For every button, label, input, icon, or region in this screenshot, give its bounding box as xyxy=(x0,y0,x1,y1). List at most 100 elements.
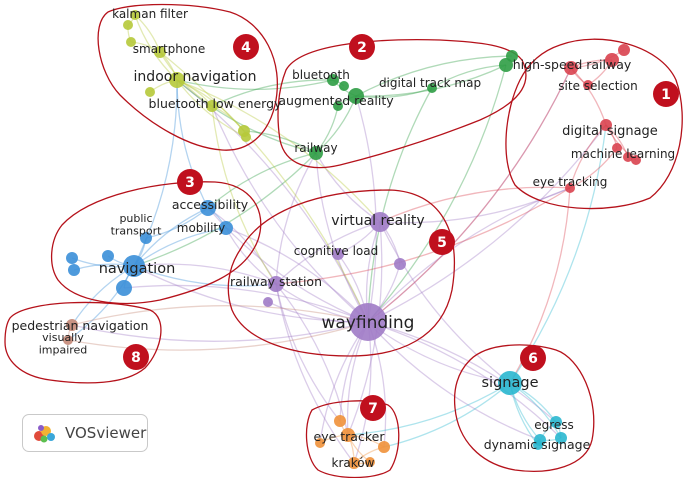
vosviewer-logo: VOSviewer xyxy=(22,414,148,452)
node-u-red-3[interactable] xyxy=(612,143,622,153)
edge-visually-impaired-wayfinding xyxy=(67,321,369,351)
node-eye-tracker[interactable] xyxy=(341,428,355,442)
node-public-transport[interactable] xyxy=(140,232,152,244)
node-railway-station[interactable] xyxy=(268,276,284,292)
node-eye-tracking[interactable] xyxy=(565,183,575,193)
node-railway[interactable] xyxy=(309,146,323,160)
cluster-badge-circle-1 xyxy=(653,81,679,107)
node-augmented-reality[interactable] xyxy=(348,88,364,104)
node-high-speed-railway[interactable] xyxy=(564,61,578,75)
node-u-red-1[interactable] xyxy=(605,53,619,67)
node-u-red-2[interactable] xyxy=(618,44,630,56)
node-dynamic-signage[interactable] xyxy=(534,434,546,446)
node-u-yel-5[interactable] xyxy=(241,132,251,142)
node-navigation[interactable] xyxy=(123,255,145,277)
node-digital-track-map[interactable] xyxy=(427,83,437,93)
node-u-or-4[interactable] xyxy=(334,415,346,427)
node-bluetooth[interactable] xyxy=(327,74,339,86)
edge-signage-u-or-2 xyxy=(383,382,511,448)
edge-digital-track-map-wayfinding xyxy=(367,87,433,323)
cluster-ring-1 xyxy=(505,38,683,210)
node-krakow[interactable] xyxy=(348,457,360,469)
node-indoor-navigation[interactable] xyxy=(169,72,185,88)
edge-digital-signage-eye-tracking xyxy=(569,124,607,189)
node-u-green-2[interactable] xyxy=(506,50,518,62)
node-u-blue-1[interactable] xyxy=(66,252,78,264)
label-navigation: navigation xyxy=(99,261,176,277)
label-augmented-reality: augmented reality xyxy=(278,93,394,108)
cluster-badge-6: 6 xyxy=(520,345,546,371)
node-u-pur-2[interactable] xyxy=(263,297,273,307)
node-accessibility[interactable] xyxy=(200,200,216,216)
cluster-badge-5: 5 xyxy=(429,229,455,255)
node-u-green-1[interactable] xyxy=(499,58,513,72)
edge-railway-u-yel-4 xyxy=(243,130,317,154)
node-pedestrian-navigation[interactable] xyxy=(66,319,78,331)
edge-virtual-reality-eye-tracking xyxy=(379,187,571,224)
node-u-yel-3[interactable] xyxy=(145,87,155,97)
label-kalman-filter: kalman filter xyxy=(112,7,188,21)
node-u-green-4[interactable] xyxy=(333,101,343,111)
cluster-ring-4 xyxy=(97,3,279,151)
edge-wayfinding-mobility xyxy=(225,227,369,323)
edge-wayfinding-high-speed-railway xyxy=(367,67,572,323)
cluster-badge-circle-7 xyxy=(360,395,386,421)
node-u-blue-4[interactable] xyxy=(116,280,132,296)
edge-augmented-reality-u-green-2 xyxy=(355,55,513,97)
node-u-or-2[interactable] xyxy=(378,441,390,453)
node-u-red-4[interactable] xyxy=(631,155,641,165)
cluster-badge-3: 3 xyxy=(177,169,203,195)
node-kalman-filter[interactable] xyxy=(130,10,140,20)
node-visually-impaired[interactable] xyxy=(63,335,73,345)
node-digital-signage[interactable] xyxy=(600,119,612,131)
edge-wayfinding-eye-tracking xyxy=(367,187,571,323)
edge-high-speed-railway-wayfinding xyxy=(367,67,572,323)
edge-virtual-reality-signage xyxy=(379,221,511,384)
node-wayfinding[interactable] xyxy=(349,303,387,341)
node-machine-learning[interactable] xyxy=(623,152,633,162)
node-virtual-reality[interactable] xyxy=(370,212,390,232)
cluster-badge-label-5: 5 xyxy=(437,235,447,251)
label-wayfinding: wayfinding xyxy=(322,313,415,333)
label-eye-tracking: eye tracking xyxy=(533,175,608,189)
node-u-or-1[interactable] xyxy=(315,438,325,448)
node-u-blue-2[interactable] xyxy=(68,264,80,276)
node-u-yel-2[interactable] xyxy=(126,37,136,47)
node-smartphone[interactable] xyxy=(154,46,166,58)
node-signage[interactable] xyxy=(498,371,522,395)
cluster-badge-label-8: 8 xyxy=(131,350,141,366)
cluster-badge-circle-8 xyxy=(123,344,149,370)
edge-railway-station-eye-tracker xyxy=(275,283,349,436)
node-u-cy-1[interactable] xyxy=(555,432,567,444)
edge-railway-indoor-navigation xyxy=(176,79,317,154)
cluster-ring-2 xyxy=(277,39,527,169)
edge-navigation-indoor-navigation xyxy=(133,79,178,267)
edge-wayfinding-dynamic-signage xyxy=(367,321,541,441)
node-u-yel-1[interactable] xyxy=(123,20,133,30)
label-bluetooth: bluetooth xyxy=(292,68,350,82)
label-eye-tracker: eye tracker xyxy=(314,429,386,444)
cluster-badge-label-2: 2 xyxy=(357,40,367,56)
node-u-pur-1[interactable] xyxy=(394,258,406,270)
label-virtual-reality: virtual reality xyxy=(331,213,424,229)
node-u-blue-3[interactable] xyxy=(102,250,114,262)
label-egress: egress xyxy=(534,418,574,432)
node-bluetooth-low-energy[interactable] xyxy=(206,100,218,112)
label-high-speed-railway: high-speed railway xyxy=(513,57,632,72)
node-egress[interactable] xyxy=(550,416,562,428)
label-indoor-navigation: indoor navigation xyxy=(134,69,257,85)
node-site-selection[interactable] xyxy=(583,80,593,90)
label-signage: signage xyxy=(482,375,539,391)
node-u-or-3[interactable] xyxy=(365,457,375,467)
node-cognitive-load[interactable] xyxy=(332,248,344,260)
node-mobility[interactable] xyxy=(219,221,233,235)
edge-wayfinding-pedestrian-navigation xyxy=(71,321,369,342)
cluster-badge-7: 7 xyxy=(360,395,386,421)
edge-eye-tracking-railway-station xyxy=(275,187,571,285)
node-u-green-3[interactable] xyxy=(339,81,349,91)
label-machine-learning: machine learning xyxy=(571,147,675,161)
cluster-badge-circle-6 xyxy=(520,345,546,371)
